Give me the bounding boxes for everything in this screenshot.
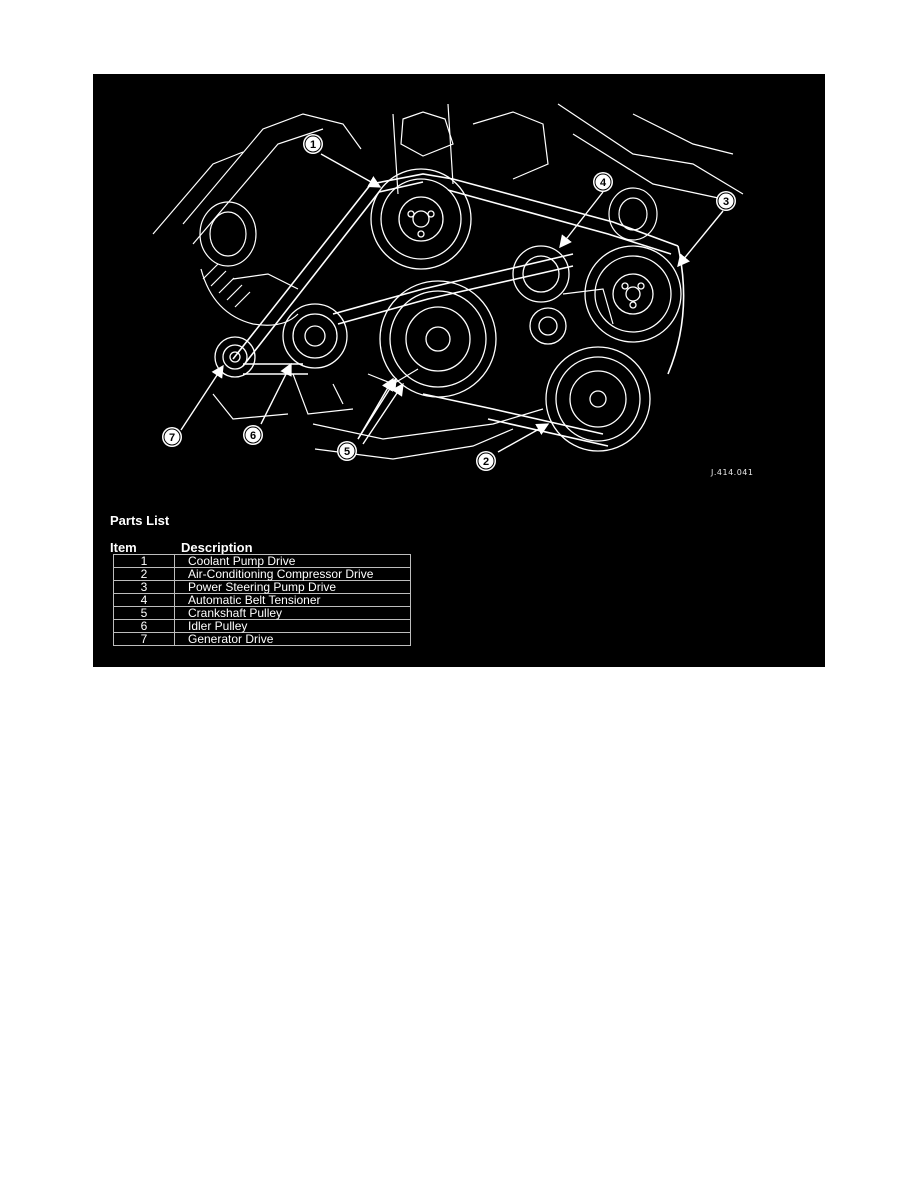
description-column-header: Description xyxy=(181,540,253,555)
leader-arrows xyxy=(180,153,724,453)
parts-list-title: Parts List xyxy=(110,513,170,528)
table-row: 6 Idler Pulley xyxy=(113,619,411,633)
pulley-7-generator xyxy=(214,336,256,378)
item-description: Power Steering Pump Drive xyxy=(174,580,411,594)
pulley-2-ac-compressor xyxy=(545,346,651,452)
pulley-3-power-steering xyxy=(584,245,682,343)
parts-table: 1 Coolant Pump Drive 2 Air-Conditioning … xyxy=(113,554,411,646)
table-row: 3 Power Steering Pump Drive xyxy=(113,580,411,594)
right-housing xyxy=(608,187,658,241)
item-number: 7 xyxy=(113,632,175,646)
generator-housing xyxy=(199,201,299,326)
table-row: 4 Automatic Belt Tensioner xyxy=(113,593,411,607)
figure-panel: 1 4 3 6 7 5 2 xyxy=(93,74,825,667)
item-number: 5 xyxy=(113,606,175,620)
item-description: Air-Conditioning Compressor Drive xyxy=(174,567,411,581)
callout-7-label: 7 xyxy=(169,432,175,444)
item-number: 2 xyxy=(113,567,175,581)
callout-5-label: 5 xyxy=(344,446,350,458)
table-row: 5 Crankshaft Pulley xyxy=(113,606,411,620)
figure-id: J.414.041 xyxy=(711,468,754,477)
item-description: Idler Pulley xyxy=(174,619,411,633)
pulley-4-tensioner xyxy=(512,245,570,345)
item-description: Crankshaft Pulley xyxy=(174,606,411,620)
callout-6-label: 6 xyxy=(250,430,256,442)
callout-1: 1 xyxy=(303,134,323,154)
item-number: 3 xyxy=(113,580,175,594)
item-description: Coolant Pump Drive xyxy=(174,554,411,568)
item-number: 4 xyxy=(113,593,175,607)
callout-1-label: 1 xyxy=(310,139,316,151)
table-row: 2 Air-Conditioning Compressor Drive xyxy=(113,567,411,581)
item-description: Generator Drive xyxy=(174,632,411,646)
callout-4-label: 4 xyxy=(600,177,607,189)
item-description: Automatic Belt Tensioner xyxy=(174,593,411,607)
drive-belt xyxy=(232,173,685,447)
callout-3-label: 3 xyxy=(723,196,729,208)
pulley-6-idler xyxy=(282,303,348,369)
callout-2: 2 xyxy=(476,451,496,471)
pulley-5-crankshaft xyxy=(379,280,497,398)
callout-4: 4 xyxy=(593,172,613,192)
callout-3: 3 xyxy=(716,191,736,211)
item-column-header: Item xyxy=(110,540,137,555)
belt-routing-diagram: 1 4 3 6 7 5 2 xyxy=(152,103,744,471)
pulley-1-coolant-pump xyxy=(370,168,472,270)
item-number: 6 xyxy=(113,619,175,633)
table-row: 7 Generator Drive xyxy=(113,632,411,646)
table-row: 1 Coolant Pump Drive xyxy=(113,554,411,568)
item-number: 1 xyxy=(113,554,175,568)
callout-5: 5 xyxy=(337,441,357,461)
callout-7: 7 xyxy=(162,427,182,447)
callout-6: 6 xyxy=(243,425,263,445)
callout-2-label: 2 xyxy=(483,456,489,468)
